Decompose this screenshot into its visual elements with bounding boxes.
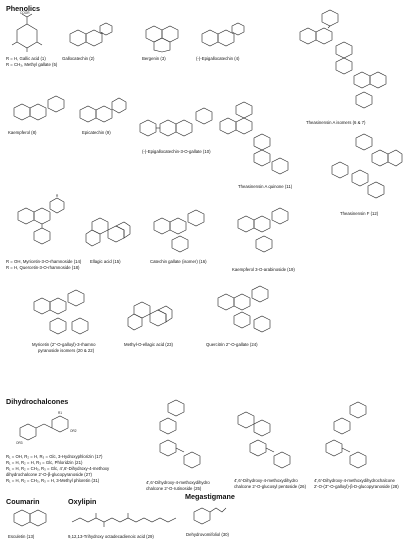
gallic-acid-structure: COOR — [11, 11, 43, 52]
label-gallic-acid: R = H, Gallic acid (1) — [6, 56, 46, 61]
theasinensin-a-structure — [299, 9, 387, 109]
label-epigallocatechin: (-)-Epigallocatechin (4) — [196, 56, 240, 61]
label-quercitrin-gallate: Quercitrin 2''-O-gallate (24) — [206, 342, 258, 347]
oxylipin-structure — [71, 513, 177, 527]
label-methyl-gallate: R = CH₃, Methyl gallate (5) — [6, 62, 58, 67]
dhc-glucosyl-pentoside-structure — [237, 411, 291, 469]
label-esculetin: Esculetin (13) — [8, 534, 35, 539]
label-epicatechin: Epicatechin (9) — [82, 130, 111, 135]
label-dehydrovomifoliol: Dehydrovomifoliol (30) — [186, 532, 229, 537]
kaempferol-arabinoside-structure — [237, 207, 289, 253]
label-catechin-gallate: Catechin gallate (isomer) (16) — [150, 259, 207, 264]
label-methyl-ellagic-acid: Methyl-O-ellagic acid (23) — [124, 342, 173, 347]
label-egcg: (-)-Epigallocatechin-3-O-gallate (10) — [142, 149, 211, 154]
egcg-structure — [139, 107, 213, 137]
section-title-megastigmane: Megastigmane — [185, 492, 235, 501]
label-dhc-27b: dihydrochalcone 2'-O-β-glucopyranoside (… — [6, 472, 92, 477]
dhc-rutinoside-structure — [159, 399, 201, 469]
label-gallocatechin: Gallocatechin (2) — [62, 56, 95, 61]
quercitrin-gallate-structure — [217, 285, 271, 333]
myricetin-rhamnoside-structure: R — [17, 194, 65, 245]
dehydrovomifoliol-structure — [193, 507, 227, 525]
methyl-ellagic-acid-structure — [127, 301, 173, 331]
label-dhc-17: R₁ = OH, R₂ = H, R₃ = Glc, 3-Hydroxyphlo… — [6, 454, 103, 459]
section-title-oxylipin: Oxylipin — [68, 497, 97, 506]
section-title-dihydrochalcones: Dihydrochalcones — [6, 397, 69, 406]
label-myricetin-galloyl-2: pyranoside isomers (20 & 22) — [38, 348, 95, 353]
label-quercetin-rhamnoside: R = H, Quercetin-3-O-rhamnoside (18) — [6, 265, 80, 270]
label-myricetin-rhamnoside: R = OH, Myricetin-3-O-rhamnoside (14) — [6, 259, 82, 264]
svg-text:OR3: OR3 — [16, 441, 23, 445]
kaempferol-structure — [13, 95, 65, 121]
label-dhc-25-line2: chalcone 2'-O-rutinoside (25) — [146, 486, 202, 491]
svg-text:R1: R1 — [58, 411, 62, 415]
gallocatechin-structure — [69, 22, 113, 47]
label-theasinensin-a: Theasinensin A isomers (6 & 7) — [306, 120, 366, 125]
catechin-gallate-structure — [153, 209, 205, 253]
label-dhc-28-line1: 4',6'-Dihydroxy-4-methoxydihydrochalcone — [314, 478, 395, 483]
bergenin-structure — [145, 25, 179, 53]
svg-text:OR2: OR2 — [70, 429, 77, 433]
label-oxylipin: 9,12,13-Trihydroxy octadecadienoic acid … — [68, 534, 154, 539]
esculetin-structure — [13, 509, 47, 527]
label-dhc-28-line2: 2'-O-(3''-O-galloyl)-β-D-glucopyranoside… — [314, 484, 399, 489]
dhc-galloyl-glucoside-structure — [325, 401, 367, 469]
label-bergenin: Bergenin (3) — [142, 56, 166, 61]
section-title-phenolics: Phenolics — [6, 4, 40, 13]
epigallocatechin-structure — [201, 22, 245, 47]
label-myricetin-galloyl-1: Myricetin (2''-O-galloyl)-3-rhamno — [32, 342, 96, 347]
svg-text:COOR: COOR — [20, 11, 30, 15]
label-ellagic-acid: Ellagic acid (15) — [90, 259, 121, 264]
label-dhc-26-line1: 4',6'-Dihydroxy-4-methoxydihydro — [234, 478, 298, 483]
theasinensin-f-structure — [331, 133, 403, 199]
label-dhc-27a: R₁ = H, R₂ = CH₃, R₃ = Glc, 4',6'-Dihydr… — [6, 466, 110, 471]
label-theasinensin-quinone: Theasinensin A quinone (11) — [238, 184, 293, 189]
label-dhc-25-line1: 4',6'-Dihydroxy-4-methoxydihydro — [146, 480, 210, 485]
label-dhc-21: R₁ = H, R₂ = H, R₃ = Glc, Phloridzin (21… — [6, 460, 83, 465]
label-kaempferol: Kaempferol (8) — [8, 130, 37, 135]
svg-text:R: R — [56, 194, 59, 198]
ellagic-acid-structure — [85, 217, 131, 247]
label-kaempferol-arabinoside: Kaempferol 3-O-arabinoside (19) — [232, 267, 295, 272]
theasinensin-quinone-structure — [219, 101, 289, 175]
section-title-coumarin: Coumarin — [6, 497, 40, 506]
label-theasinensin-f: Theasinensin F (12) — [340, 211, 379, 216]
label-dhc-31: R₁ = H, R₂ = CH₃, R₃ = H, 3-Methyl phlor… — [6, 478, 100, 483]
epicatechin-structure — [79, 97, 127, 123]
label-dhc-26-line2: chalcone 2'-O-glucosyl pentoside (26) — [234, 484, 306, 489]
myricetin-galloyl-structure — [33, 289, 89, 335]
